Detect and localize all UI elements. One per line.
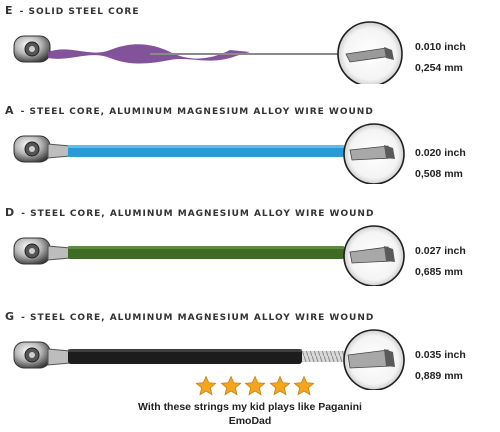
string-illustration <box>13 123 405 184</box>
gauge-mm: 0,508 mm <box>415 167 463 180</box>
rating-stars <box>195 375 315 397</box>
gauge-mm: 0,685 mm <box>415 265 463 278</box>
star-icon <box>195 375 217 396</box>
string-letter: D <box>5 206 16 219</box>
silk-winding <box>48 44 250 64</box>
star-icon <box>268 375 291 396</box>
string-illustration <box>13 225 405 286</box>
string-title: G - steel core, aluminum magnesium alloy… <box>5 310 374 323</box>
gauge-inch: 0.035 inch <box>415 349 466 361</box>
string-illustration <box>13 21 403 84</box>
string-title: D - steel core, aluminum magnesium alloy… <box>5 206 374 219</box>
string-illustration <box>13 329 405 390</box>
ball-end-icon <box>13 35 51 63</box>
star-icon <box>293 375 315 396</box>
string-description: - steel core, aluminum magnesium alloy w… <box>20 107 374 117</box>
string-letter: A <box>5 104 15 117</box>
string-description: - solid steel core <box>19 7 140 17</box>
ball-end-icon <box>13 135 71 163</box>
string-row-d: D - steel core, aluminum magnesium alloy… <box>0 206 500 306</box>
review-author: EmoDad <box>228 415 272 427</box>
gauge-inch: 0.027 inch <box>415 245 466 257</box>
ball-end-icon <box>13 237 71 265</box>
gauge-mm: 0,889 mm <box>415 369 463 382</box>
gauge-label: 0.035 inch 0,889 mm <box>415 350 466 381</box>
gauge-inch: 0.020 inch <box>415 147 466 159</box>
gauge-mm: 0,254 mm <box>415 61 463 74</box>
gauge-label: 0.010 inch 0,254 mm <box>415 42 466 73</box>
silk-winding <box>68 349 302 364</box>
string-description: - steel core, aluminum magnesium alloy w… <box>21 313 375 323</box>
string-row-g: G - steel core, aluminum magnesium alloy… <box>0 310 500 410</box>
silk-winding <box>68 246 344 259</box>
string-letter: G <box>5 310 16 323</box>
string-description: - steel core, aluminum magnesium alloy w… <box>21 209 375 219</box>
star-icon <box>244 375 266 396</box>
string-row-e: E - solid steel core <box>0 4 500 104</box>
string-row-a: A - steel core, aluminum magnesium alloy… <box>0 104 500 204</box>
wire-winding <box>302 351 354 362</box>
ball-end-icon <box>13 341 71 369</box>
star-icon <box>219 375 242 396</box>
gauge-inch: 0.010 inch <box>415 41 466 53</box>
gauge-label: 0.027 inch 0,685 mm <box>415 246 466 277</box>
string-title: E - solid steel core <box>5 4 139 17</box>
string-title: A - steel core, aluminum magnesium alloy… <box>5 104 374 117</box>
string-letter: E <box>5 4 14 17</box>
review-quote: With these strings my kid plays like Pag… <box>138 401 362 413</box>
gauge-label: 0.020 inch 0,508 mm <box>415 148 466 179</box>
